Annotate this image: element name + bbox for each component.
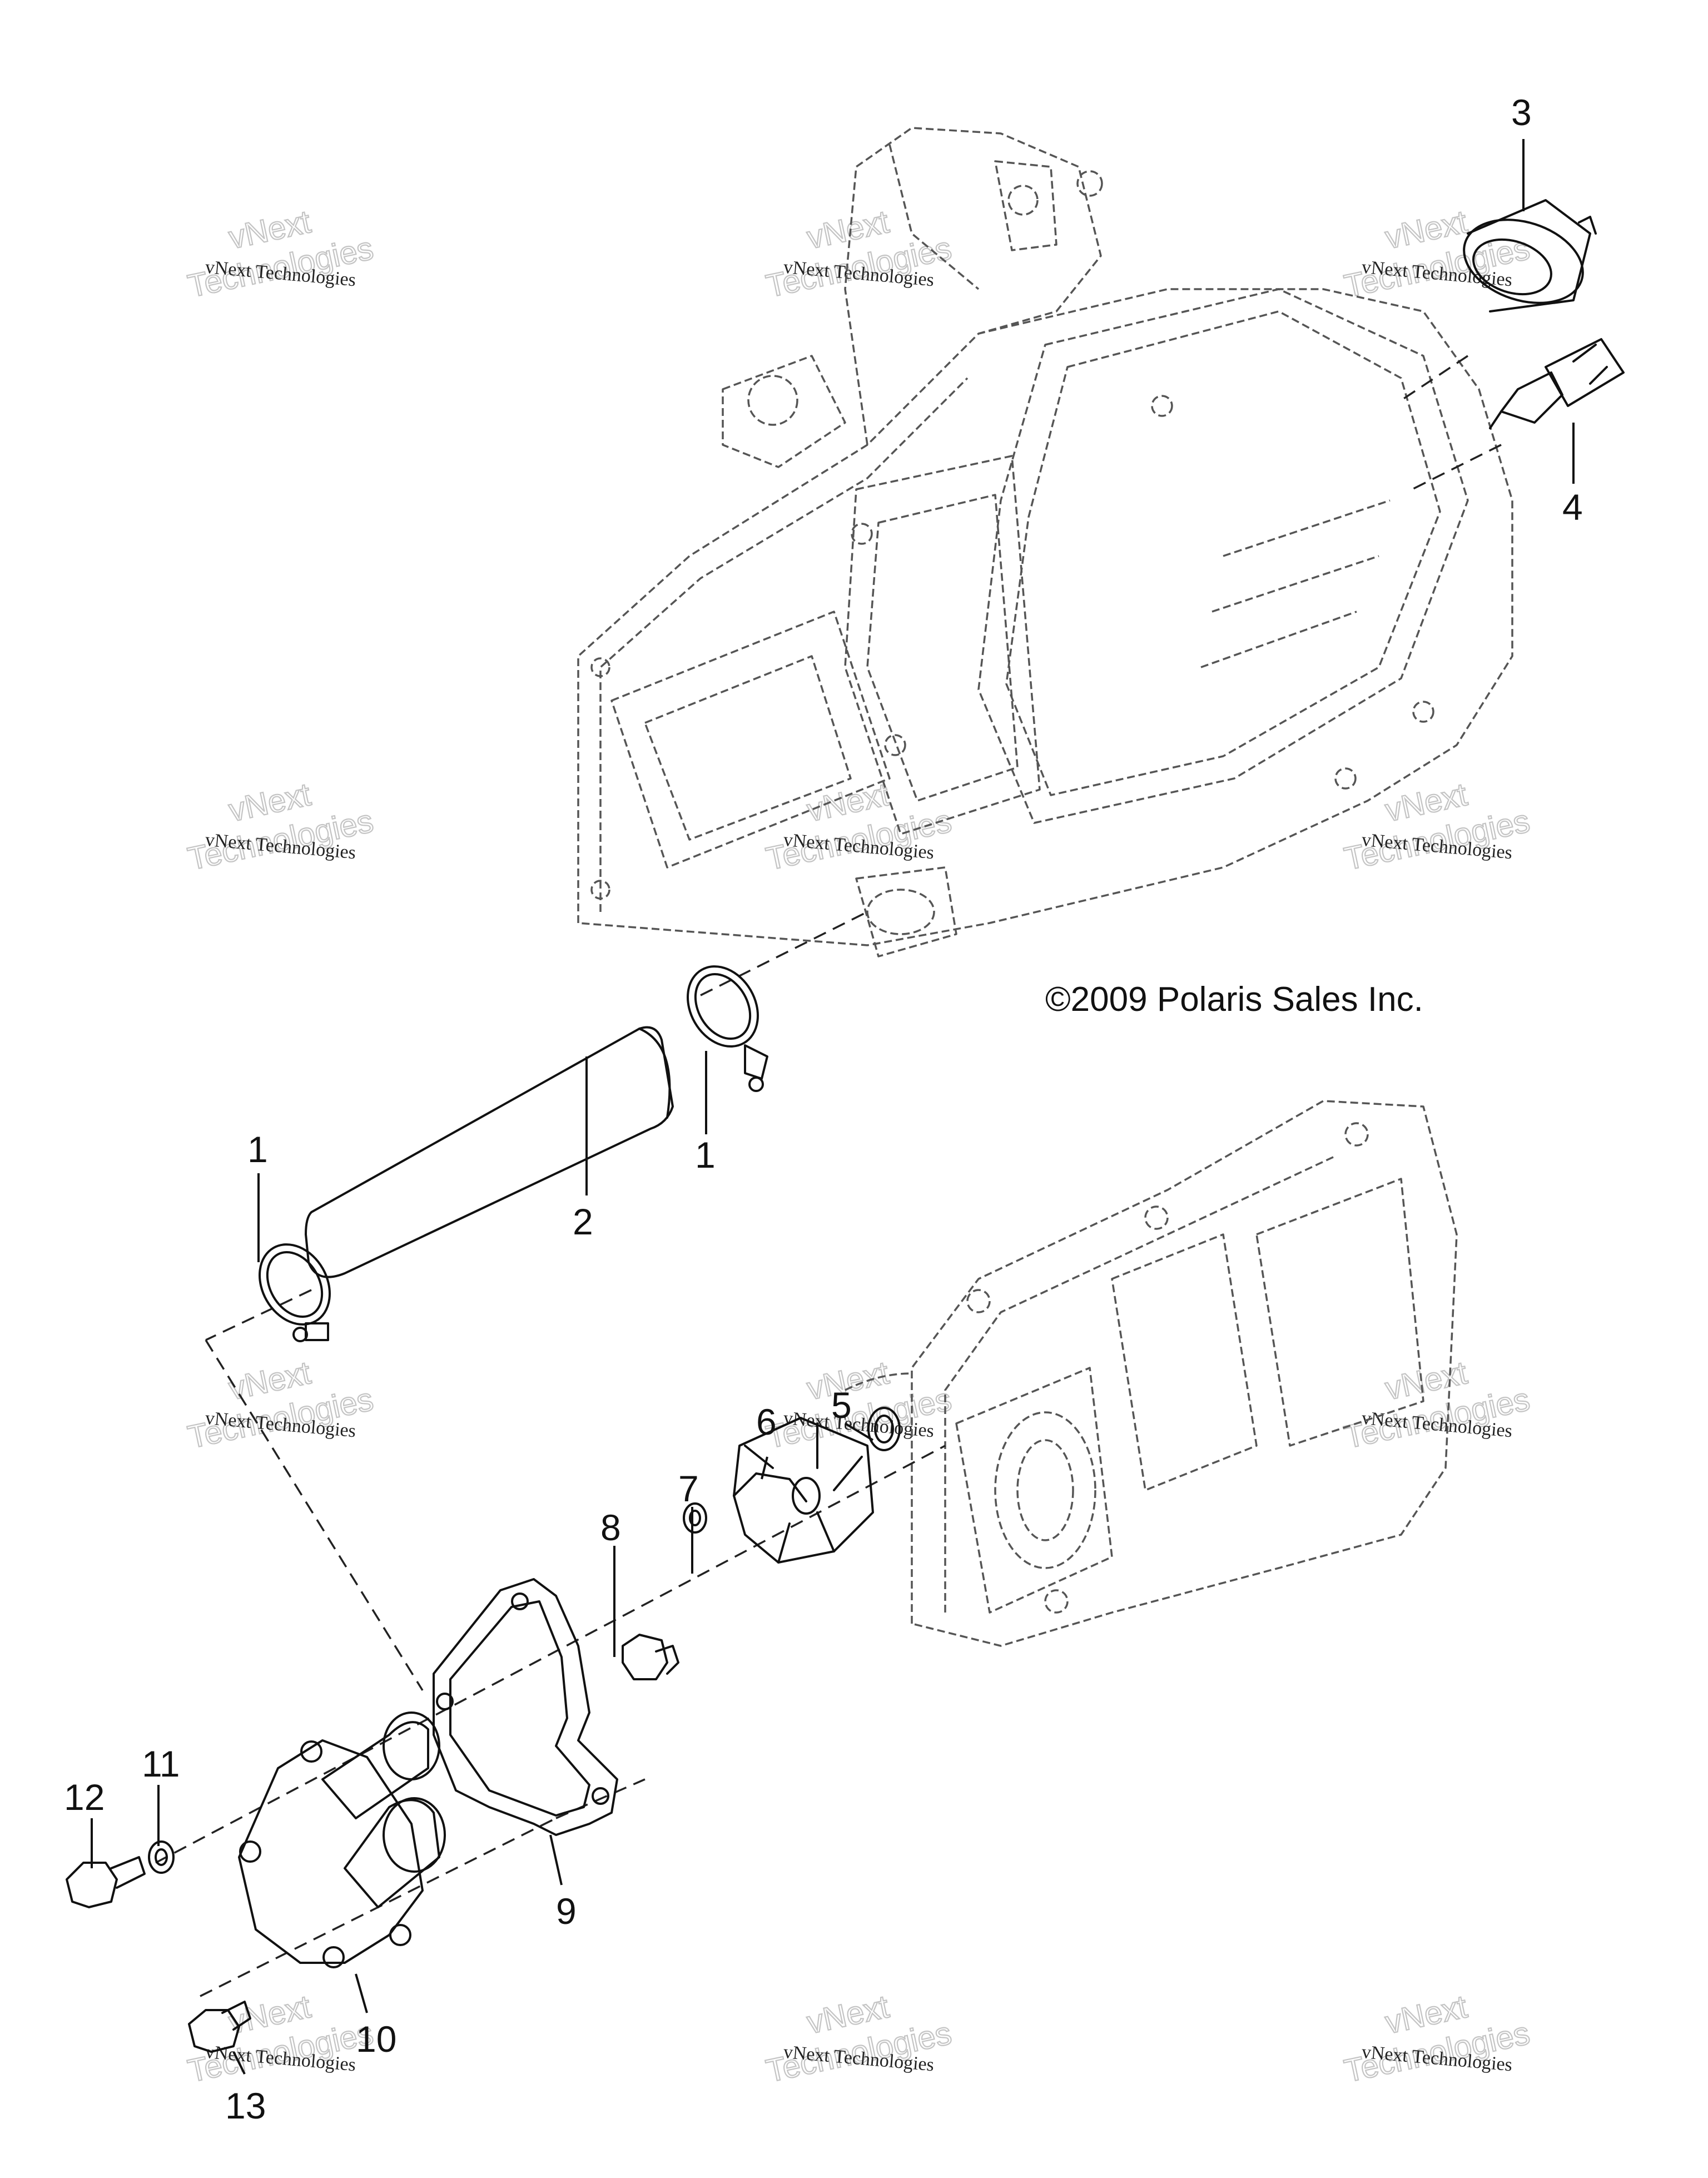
- water-pump-cover: [238, 1711, 446, 1968]
- watermark-6: vNext Technologies vNext Technologies: [1340, 776, 1533, 878]
- watermark-grid: vNext Technologies vNext Technologies vN…: [184, 203, 1533, 2090]
- callout-13: 13: [225, 2085, 266, 2126]
- callout-1-upper: 1: [695, 1134, 716, 1175]
- callout-11: 11: [142, 1743, 180, 1784]
- callout-2: 2: [573, 1201, 593, 1242]
- callout-6: 6: [756, 1401, 777, 1442]
- watermark-2: vNext Technologies vNext Technologies: [762, 203, 955, 305]
- callout-12: 12: [64, 1777, 105, 1818]
- watermark-9: vNext Technologies vNext Technologies: [1340, 1354, 1533, 1456]
- callout-7: 7: [678, 1468, 699, 1509]
- callout-1-lower: 1: [247, 1129, 268, 1170]
- flange-bolt-13: [188, 2001, 251, 2053]
- callout-3: 3: [1511, 92, 1532, 133]
- washer-7: [683, 1502, 707, 1534]
- callout-5: 5: [831, 1385, 852, 1426]
- washer-11: [148, 1840, 175, 1874]
- impeller-nut: [622, 1634, 679, 1680]
- thermostat-housing: [1463, 199, 1597, 312]
- engine-cylinder-ghost: [577, 127, 1513, 957]
- watermark-12: vNext Technologies vNext Technologies: [1340, 1988, 1533, 2090]
- callout-labels: 3 4 1 1 2 5 6 7 8 9 10 11 12 13: [64, 92, 1583, 2126]
- hose-clamp-lower: [259, 1243, 331, 1342]
- water-pump-seal: [867, 1407, 901, 1451]
- watermark-11: vNext Technologies vNext Technologies: [762, 1988, 955, 2090]
- watermark-1: vNext Technologies vNext Technologies: [184, 203, 377, 305]
- watermark-8: vNext Technologies vNext Technologies: [762, 1354, 955, 1456]
- callout-4: 4: [1562, 487, 1583, 528]
- engine-crankcase-ghost: [845, 1100, 1458, 1647]
- water-pump-gasket: [433, 1578, 618, 1836]
- watermark-10: vNext Technologies vNext Technologies: [184, 1988, 377, 2090]
- copyright-notice: ©2009 Polaris Sales Inc.: [1045, 980, 1423, 1019]
- watermark-7: vNext Technologies vNext Technologies: [184, 1354, 377, 1456]
- impeller: [733, 1417, 874, 1564]
- flange-bolt-12: [66, 1856, 146, 1908]
- callout-10: 10: [356, 2018, 396, 2060]
- assembly-centerlines: [155, 355, 1502, 1997]
- watermark-4: vNext Technologies vNext Technologies: [184, 776, 377, 878]
- temperature-sensor: [1489, 338, 1625, 429]
- leader-lines: [91, 139, 1575, 2075]
- hose-clamp-upper: [687, 965, 768, 1092]
- coolant-hose: [305, 1026, 674, 1278]
- callout-9: 9: [556, 1891, 577, 1932]
- callout-8: 8: [600, 1507, 621, 1548]
